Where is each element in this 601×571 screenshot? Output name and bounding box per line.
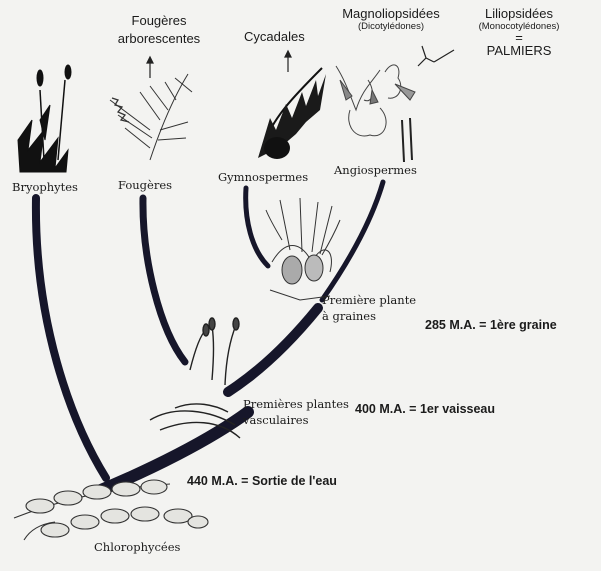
- first-vascular-plant-drawing: [150, 318, 240, 438]
- label-palmiers: PALMIERS: [456, 43, 582, 58]
- branch-vascular-to-seed: [228, 308, 318, 392]
- label-premieres-plantes-vasculaires-line1: Premières plantes: [243, 396, 349, 412]
- label-dicotyledones: (Dicotylédones): [326, 21, 456, 32]
- label-fougeres-arborescentes: Fougères arborescentes: [104, 12, 214, 48]
- label-angiospermes: Angiospermes: [334, 163, 417, 177]
- branch-bryophytes: [36, 198, 106, 478]
- label-fougeres-arborescentes-line2: arborescentes: [104, 30, 214, 48]
- label-premiere-plante-graines-line2: à graines: [322, 308, 416, 324]
- arrow-cycad-up-head: [285, 51, 291, 57]
- arrow-fork: [418, 46, 434, 66]
- bryophyte-moss-drawing: [18, 65, 71, 172]
- arrow-fork-right: [434, 50, 454, 62]
- arrow-fern-up-head: [147, 57, 153, 63]
- label-liliopsidees: Liliopsidées (Monocotylédones) = PALMIER…: [456, 6, 582, 58]
- timeline-first-seed: 285 M.A. = 1ère graine: [425, 318, 557, 332]
- label-bryophytes: Bryophytes: [12, 180, 78, 194]
- label-fougeres: Fougères: [118, 178, 172, 192]
- timeline-leaving-water: 440 M.A. = Sortie de l'eau: [187, 474, 337, 488]
- branch-angiospermes: [322, 182, 383, 300]
- label-magnoliopsidees-name: Magnoliopsidées: [326, 6, 456, 21]
- angiosperm-flower-drawing: [336, 65, 415, 162]
- arrows: [147, 46, 454, 78]
- first-seed-plant-drawing: [266, 198, 340, 300]
- label-premiere-plante-graines-line1: Première plante: [322, 292, 416, 308]
- cycad-drawing: [258, 68, 326, 159]
- label-liliopsidees-name: Liliopsidées: [456, 6, 582, 21]
- label-equals: =: [456, 32, 582, 43]
- label-premieres-plantes-vasculaires-line2: vasculaires: [243, 412, 349, 428]
- label-premiere-plante-graines: Première plante à graines: [322, 292, 416, 324]
- label-premieres-plantes-vasculaires: Premières plantes vasculaires: [243, 396, 349, 428]
- branch-gymnospermes: [246, 188, 268, 266]
- label-magnoliopsidees: Magnoliopsidées (Dicotylédones): [326, 6, 456, 32]
- label-fougeres-arborescentes-line1: Fougères: [104, 12, 214, 30]
- phylogeny-branches: [36, 182, 383, 492]
- label-chlorophycees: Chlorophycées: [94, 540, 180, 554]
- branch-fougeres: [143, 198, 185, 362]
- label-gymnospermes: Gymnospermes: [218, 170, 308, 184]
- timeline-first-vessel: 400 M.A. = 1er vaisseau: [355, 402, 495, 416]
- fern-drawing: [110, 74, 192, 160]
- label-cycadales: Cycadales: [244, 29, 305, 44]
